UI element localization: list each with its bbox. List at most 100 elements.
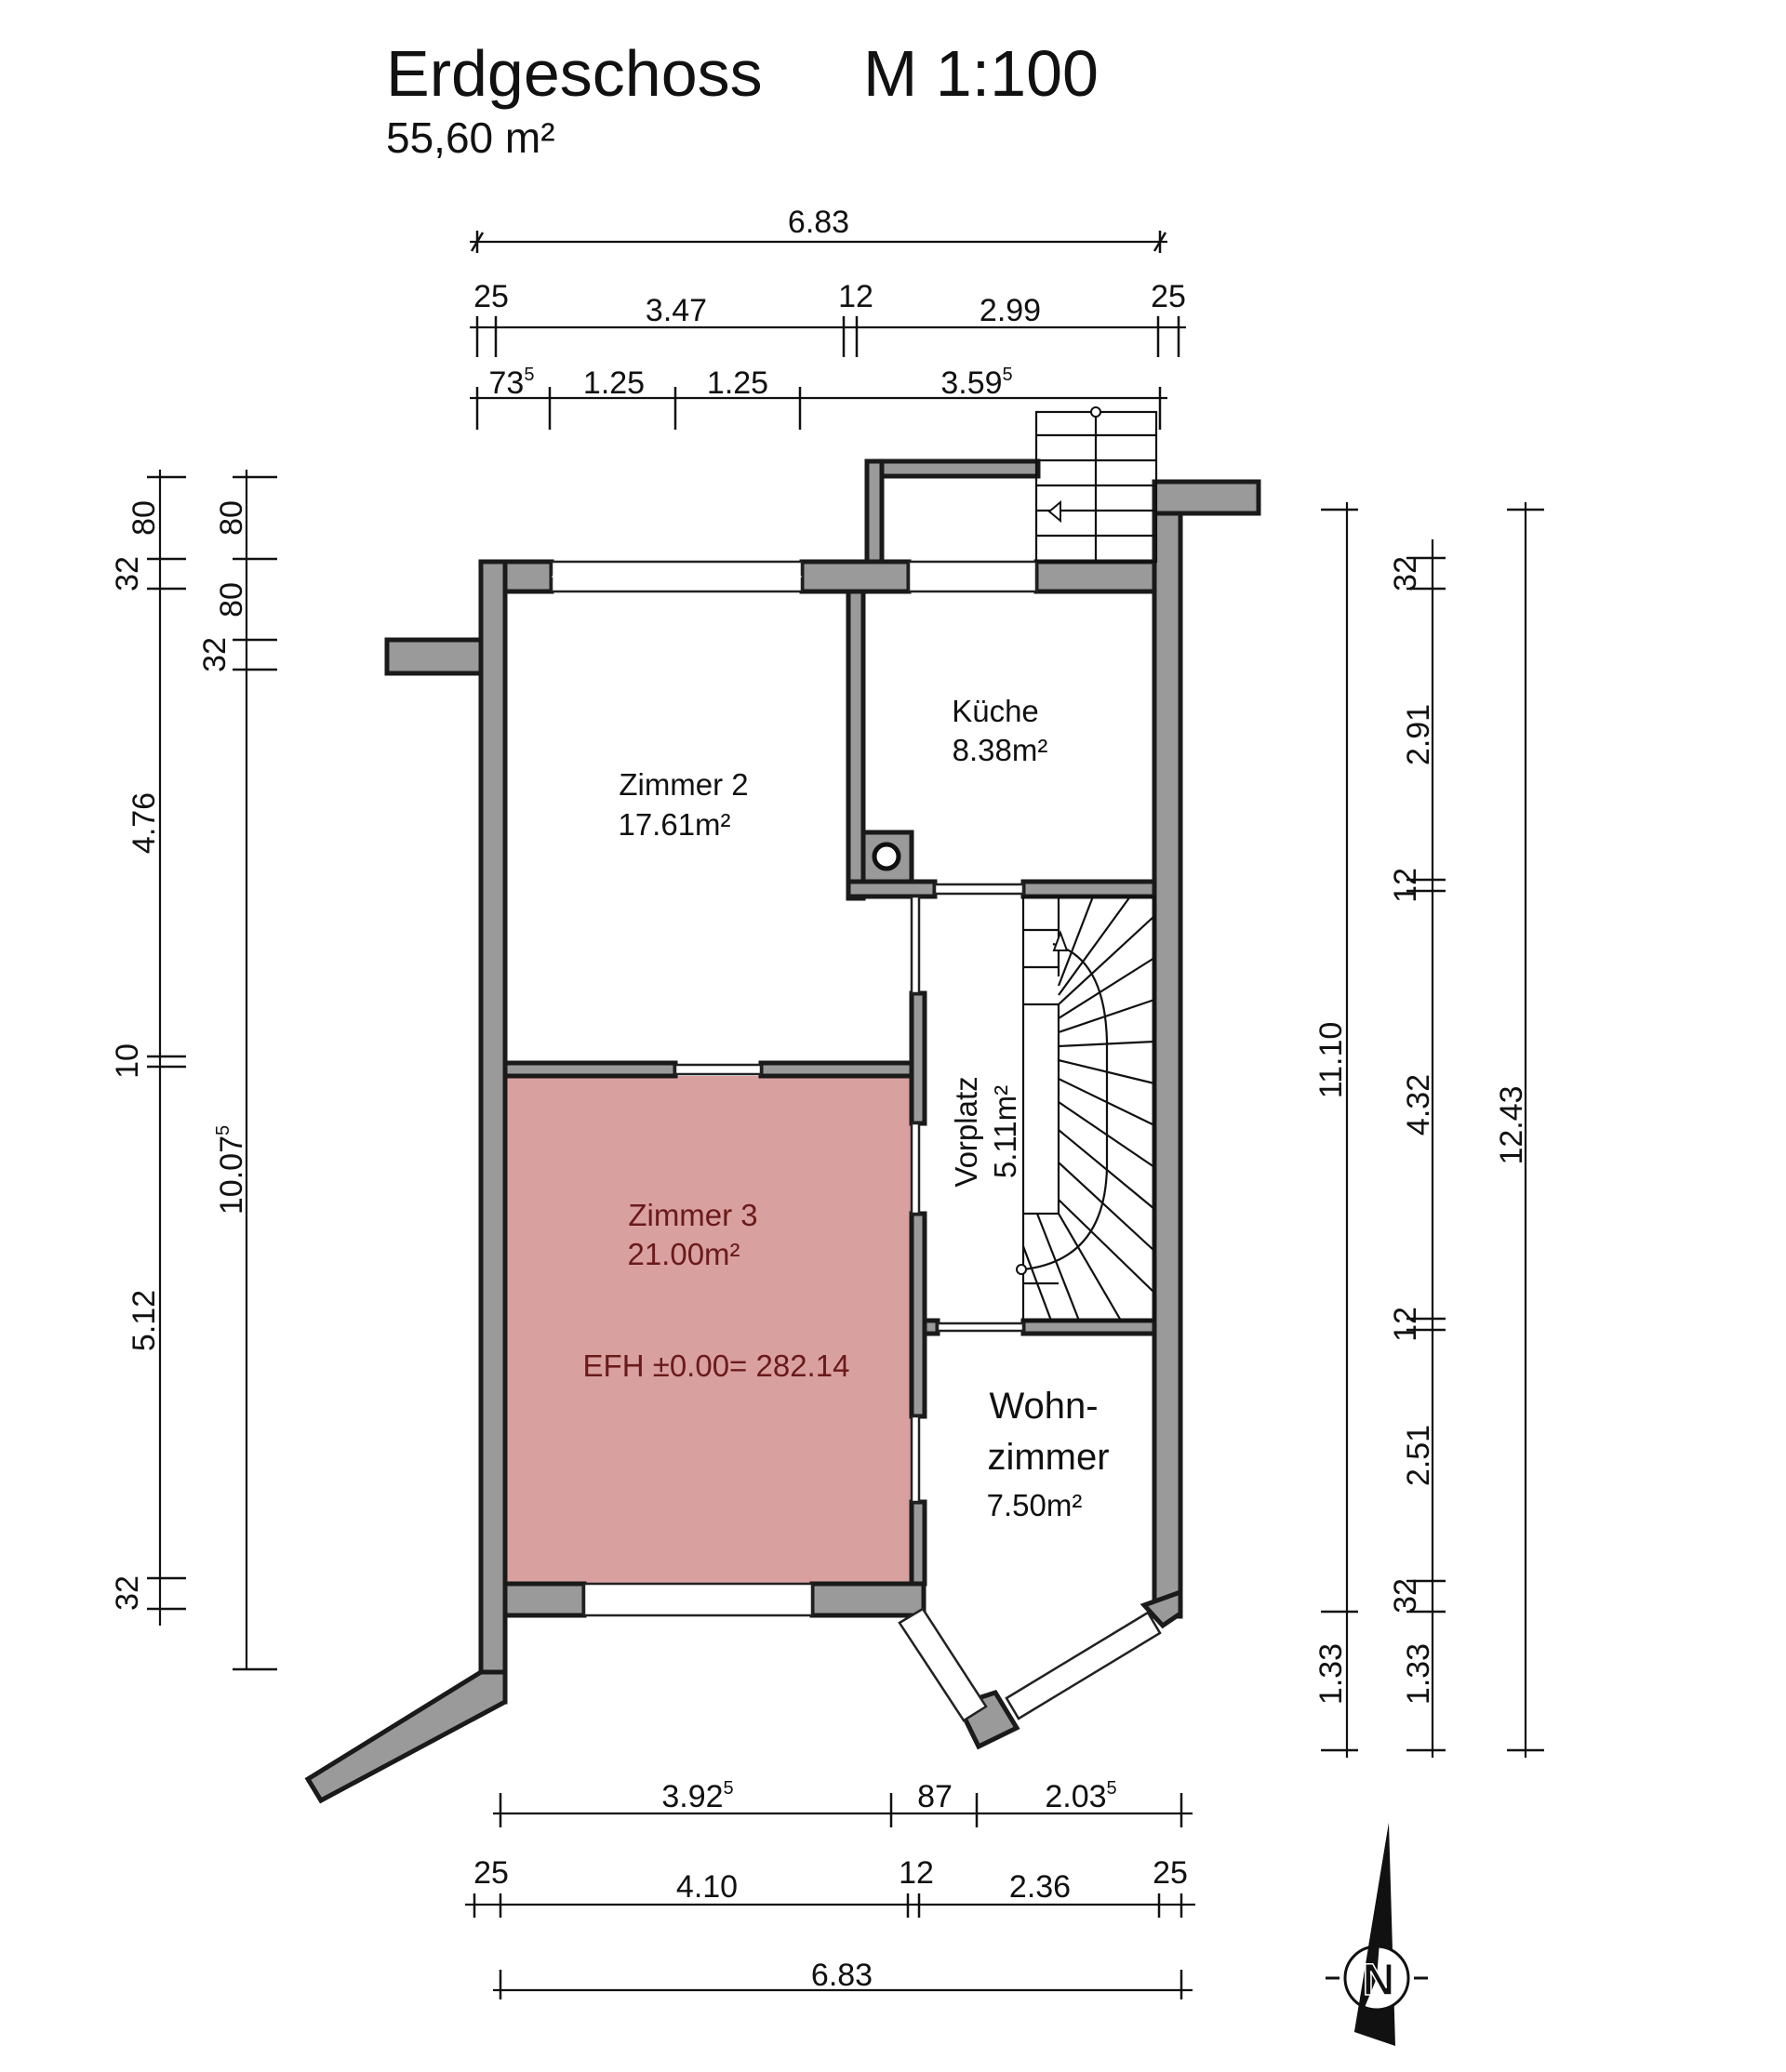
top-dimensions: 6.83 25 3.47 12 2.99 25 735 1.25 1.25 3.… [470, 205, 1186, 430]
dim-right-b-5: 2.51 [1401, 1425, 1436, 1486]
angled-garden-wall [304, 1669, 508, 1804]
dim-bot-r2-4: 25 [1153, 1855, 1188, 1891]
dim-top-r2-0: 25 [473, 279, 509, 314]
chimney-flue [872, 842, 901, 871]
dim-left-b-3: 10.07 [214, 1136, 249, 1215]
living-wall-right [1020, 1318, 1157, 1336]
dim-left-b-3-sup: 5 [213, 1125, 233, 1136]
walls [304, 458, 1261, 1804]
dim-bot-r1-1: 87 [917, 1779, 953, 1814]
living-wall-left [922, 1318, 940, 1336]
dim-left-b-2: 32 [197, 637, 233, 672]
left-outer-wall [478, 559, 508, 1705]
dim-left-a-3: 10 [110, 1043, 145, 1079]
left-dimensions: 80 32 4.76 10 5.12 32 80 80 32 10.075 [110, 470, 277, 1671]
dim-right-b-1: 2.91 [1401, 704, 1436, 765]
right-dimensions: 11.10 1.33 32 2.91 12 4.32 12 2.51 32 1.… [1313, 502, 1544, 1758]
dim-left-a-2: 4.76 [127, 792, 162, 854]
bottom-wall-left [502, 1581, 587, 1618]
wohnzimmer-area: 7.50m² [987, 1488, 1083, 1522]
dim-left-a-4: 5.12 [127, 1290, 162, 1351]
interior-stair [1016, 895, 1156, 1322]
room-labels: Zimmer 2 17.61m² Küche 8.38m² Zimmer 3 2… [583, 694, 1110, 1522]
plan-scale: M 1:100 [863, 37, 1099, 110]
dim-left-a-1: 32 [110, 556, 145, 591]
dim-top-r2-3: 2.99 [980, 293, 1041, 328]
entrance-left-wall [864, 458, 885, 564]
dim-bot-r2-0: 25 [473, 1855, 509, 1891]
partition-right [758, 1060, 914, 1079]
hall-wall-upper [909, 990, 927, 1126]
dim-top-r2-4: 25 [1151, 279, 1186, 314]
dim-right-c-0: 12.43 [1494, 1085, 1529, 1164]
svg-text:3.595: 3.595 [940, 365, 1012, 401]
dim-top-r3-3: 3.59 [940, 365, 1002, 401]
entrance-top-wall [864, 458, 1041, 479]
dim-top-r3-2: 1.25 [707, 365, 768, 401]
zimmer3-area: 21.00m² [627, 1237, 740, 1271]
right-outer-wall [1152, 479, 1183, 1619]
left-wall-stub [384, 637, 484, 676]
wohnzimmer-name-1: Wohn- [989, 1386, 1098, 1427]
wohnzimmer-name-2: zimmer [987, 1437, 1109, 1478]
north-arrow: N [1326, 1823, 1428, 2046]
dim-top-total: 6.83 [788, 205, 849, 240]
dim-bot-r2-3: 2.36 [1009, 1869, 1071, 1905]
zimmer3-floor [506, 1076, 912, 1584]
svg-text:735: 735 [489, 365, 535, 401]
dim-bot-r1-2: 2.03 [1045, 1779, 1106, 1814]
dim-right-b-6: 32 [1388, 1578, 1423, 1614]
dim-bot-r1-2-sup: 5 [1107, 1778, 1117, 1799]
dim-right-b-4: 12 [1388, 1307, 1423, 1342]
dim-bot-total: 6.83 [811, 1958, 873, 1993]
dim-right-b-3: 4.32 [1401, 1074, 1436, 1136]
dim-top-r2-1: 3.47 [646, 293, 707, 328]
top-wall-right [1033, 559, 1157, 594]
svg-text:2.035: 2.035 [1045, 1778, 1116, 1814]
dim-left-b-0: 80 [214, 500, 249, 536]
windows [550, 560, 1162, 1722]
dim-right-a-0: 11.10 [1313, 1022, 1349, 1099]
dim-right-a-1: 1.33 [1313, 1643, 1349, 1705]
svg-text:10.075: 10.075 [213, 1125, 249, 1215]
dim-bot-r1-0: 3.92 [661, 1779, 723, 1814]
hall-wall-mid [909, 1211, 927, 1419]
dim-top-r2-2: 12 [838, 279, 873, 314]
total-area: 55,60 m² [386, 113, 555, 162]
plan-title: Erdgeschoss [386, 37, 763, 110]
north-letter: N [1363, 1956, 1395, 2005]
right-wall-stub [1152, 479, 1261, 516]
dim-left-a-5: 32 [110, 1575, 145, 1611]
bottom-wall-right [809, 1581, 926, 1618]
dim-right-b-0: 32 [1388, 556, 1423, 591]
vorplatz-area: 5.11m² [988, 1085, 1022, 1178]
dim-top-r3-3-sup: 5 [1003, 365, 1013, 385]
kueche-name: Küche [952, 694, 1039, 728]
entrance-stair [1034, 406, 1158, 564]
bay-right-block [1140, 1588, 1183, 1629]
dim-top-r3-1: 1.25 [583, 365, 645, 401]
kitchen-bottom-right [1020, 879, 1157, 899]
dim-left-a-0: 80 [127, 500, 162, 536]
svg-text:3.925: 3.925 [661, 1778, 733, 1814]
zimmer3-name: Zimmer 3 [628, 1198, 757, 1232]
top-wall-mid [799, 559, 912, 594]
dim-right-b-2: 12 [1388, 868, 1423, 903]
zimmer2-name: Zimmer 2 [619, 767, 748, 802]
dim-bot-r2-2: 12 [899, 1855, 934, 1891]
dim-left-b-1: 80 [214, 582, 249, 618]
zimmer2-area: 17.61m² [618, 807, 730, 842]
partition-left [502, 1060, 678, 1079]
dim-right-b-7: 1.33 [1401, 1643, 1436, 1705]
dim-bot-r2-1: 4.10 [676, 1869, 738, 1905]
bottom-dimensions: 3.925 87 2.035 25 4.10 12 2.36 25 6.83 [465, 1778, 1195, 1999]
top-wall-left [502, 559, 554, 594]
dim-top-r3-0-sup: 5 [524, 365, 534, 385]
zimmer3-level: EFH ±0.00= 282.14 [583, 1348, 850, 1383]
vorplatz-name: Vorplatz [949, 1076, 983, 1187]
dim-bot-r1-0-sup: 5 [724, 1778, 734, 1799]
dim-top-r3-0: 73 [489, 365, 525, 401]
kueche-area: 8.38m² [953, 733, 1048, 767]
hall-wall-lower [909, 1499, 927, 1587]
